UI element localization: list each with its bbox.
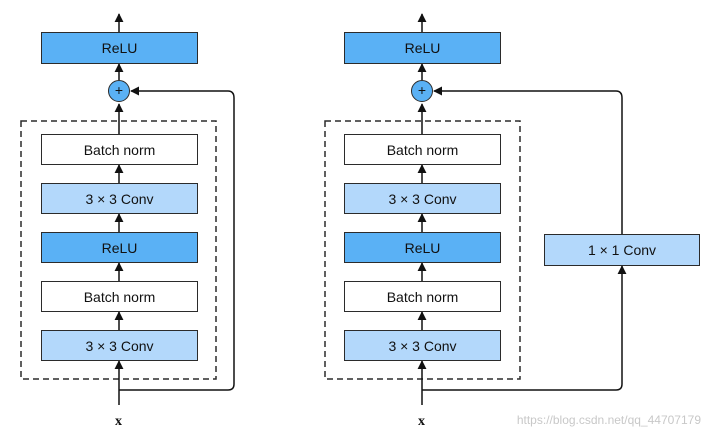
input-label-left: x xyxy=(115,414,122,429)
batch-norm-1-box-left: Batch norm xyxy=(41,134,198,165)
batch-norm-2-box-right: Batch norm xyxy=(344,281,501,312)
relu-mid-box-right: ReLU xyxy=(344,232,501,263)
conv-3x3-2-box-left: 3 × 3 Conv xyxy=(41,330,198,361)
relu-output-box-left: ReLU xyxy=(41,32,198,64)
skip-connection-left xyxy=(119,86,235,391)
conv-3x3-1-box-left: 3 × 3 Conv xyxy=(41,183,198,214)
relu-output-box-right: ReLU xyxy=(344,32,501,64)
batch-norm-2-box-left: Batch norm xyxy=(41,281,198,312)
skip-connection-right-upper xyxy=(433,86,623,234)
add-node-right: + xyxy=(411,80,433,102)
skip-connection-right-lower xyxy=(422,265,627,391)
conv-1x1-shortcut-box: 1 × 1 Conv xyxy=(544,234,700,266)
input-label-right: x xyxy=(418,414,425,429)
add-node-left: + xyxy=(108,80,130,102)
watermark-text: https://blog.csdn.net/qq_44707179 xyxy=(516,413,701,427)
conv-3x3-1-box-right: 3 × 3 Conv xyxy=(344,183,501,214)
conv-3x3-2-box-right: 3 × 3 Conv xyxy=(344,330,501,361)
batch-norm-1-box-right: Batch norm xyxy=(344,134,501,165)
relu-mid-box-left: ReLU xyxy=(41,232,198,263)
